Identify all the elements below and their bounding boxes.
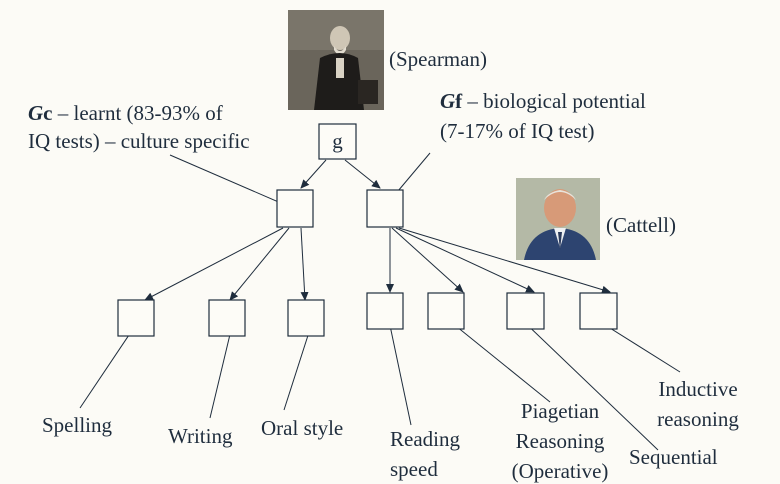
edge-gf-piagetian [391, 227, 464, 293]
edge-gf-inductive [398, 227, 611, 294]
gc-description-line2: IQ tests) – culture specific [28, 129, 250, 153]
cattell-caption: (Cattell) [606, 213, 676, 237]
edge-reading-label [385, 315, 412, 426]
label-reading-line2: speed [390, 457, 438, 481]
box-piagetian [427, 292, 465, 330]
label-piagetian-line3: (Operative) [511, 459, 609, 483]
box-gc [276, 189, 314, 228]
edge-sequential-label [517, 315, 659, 451]
edge-gc-spelling [144, 227, 284, 301]
edge-piagetian-label [445, 317, 551, 403]
box-oral-style [287, 299, 325, 337]
edge-spelling-label [79, 325, 136, 409]
edge-oral-label [283, 325, 313, 411]
label-reading-line1: Reading [390, 427, 460, 451]
box-sequential [506, 292, 545, 330]
gc-symbol: G [28, 101, 44, 125]
label-writing: Writing [168, 424, 233, 448]
gf-line1: – biological potential [462, 89, 646, 113]
box-inductive [579, 292, 618, 330]
label-spelling: Spelling [42, 413, 113, 437]
edge-writing-label [209, 325, 235, 419]
edge-g-gf [344, 159, 381, 189]
label-piagetian: Piagetian Reasoning (Operative) [503, 398, 617, 484]
edge-gf-sequential [395, 227, 535, 293]
box-writing [208, 299, 246, 337]
box-spelling [117, 299, 155, 337]
label-inductive-line2: reasoning [657, 407, 739, 431]
label-oral-style: Oral style [261, 416, 344, 440]
gf-letter: f [455, 89, 463, 113]
root-g-label: g [332, 129, 343, 153]
box-g [318, 123, 357, 160]
label-inductive: Inductive reasoning [640, 376, 756, 432]
gc-description: Gc – learnt (83-93% of [28, 100, 223, 126]
label-reading-speed: Reading speed [390, 426, 460, 482]
label-sequential: Sequential [629, 445, 718, 469]
edge-gc-writing [229, 227, 290, 301]
gf-symbol: G [440, 89, 456, 113]
gf-description-line2: (7-17% of IQ test) [440, 119, 595, 143]
label-inductive-line1: Inductive [658, 377, 738, 401]
label-piagetian-line2: Reasoning [515, 429, 605, 453]
label-piagetian-line1: Piagetian [520, 399, 600, 423]
box-gf [366, 189, 404, 228]
spearman-caption: (Spearman) [389, 47, 487, 71]
gc-letter: c [43, 101, 53, 125]
spearman-photo [288, 10, 384, 110]
edge-gc-oral [300, 227, 309, 301]
box-reading-speed [366, 292, 404, 330]
cattell-photo [516, 178, 600, 260]
gf-description: Gf – biological potential [440, 88, 646, 114]
edge-g-gc [300, 159, 327, 189]
edge-gc-label [169, 154, 298, 211]
gc-line1: – learnt (83-93% of [52, 101, 223, 125]
